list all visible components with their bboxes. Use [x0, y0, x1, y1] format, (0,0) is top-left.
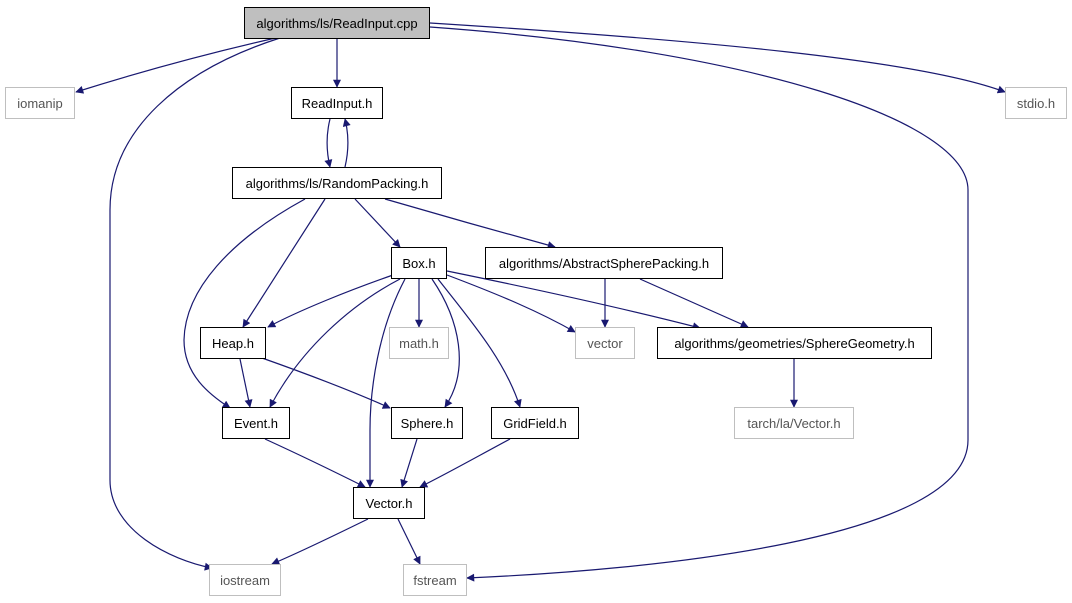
- node-event-h[interactable]: Event.h: [222, 407, 290, 439]
- node-stdio-h: stdio.h: [1005, 87, 1067, 119]
- edge-vector-h-to-iostream: [271, 518, 369, 565]
- edge-randompacking-h-to-heap-h: [242, 198, 326, 328]
- node-heap-h[interactable]: Heap.h: [200, 327, 266, 359]
- node-spheregeometry-h[interactable]: algorithms/geometries/SphereGeometry.h: [657, 327, 932, 359]
- edge-readinput-cpp-to-stdio-h: [429, 22, 1006, 94]
- edge-readinput-h-to-randompacking-h: [324, 118, 333, 168]
- node-readinput-h[interactable]: ReadInput.h: [291, 87, 383, 119]
- node-iostream: iostream: [209, 564, 281, 596]
- node-tarch-vector-h: tarch/la/Vector.h: [734, 407, 854, 439]
- node-math-h: math.h: [389, 327, 449, 359]
- node-vector-h[interactable]: Vector.h: [353, 487, 425, 519]
- node-fstream: fstream: [403, 564, 467, 596]
- edge-heap-h-to-sphere-h: [261, 357, 391, 409]
- edge-box-h-to-vector-h: [366, 278, 406, 488]
- edge-box-h-to-spheregeometry-h: [446, 270, 701, 331]
- edge-randompacking-h-to-box-h: [354, 198, 401, 248]
- node-readinput-cpp: algorithms/ls/ReadInput.cpp: [244, 7, 430, 39]
- node-gridfield-h[interactable]: GridField.h: [491, 407, 579, 439]
- edge-box-h-to-event-h: [269, 278, 401, 408]
- edge-readinput-cpp-to-iomanip: [75, 36, 281, 94]
- edge-readinput-cpp-to-fstream: [429, 26, 969, 582]
- node-randompacking-h[interactable]: algorithms/ls/RandomPacking.h: [232, 167, 442, 199]
- edge-randompacking-h-to-event-h: [183, 198, 306, 409]
- edge-sphere-h-to-vector-h: [400, 438, 418, 488]
- node-abstractspherepacking-h[interactable]: algorithms/AbstractSpherePacking.h: [485, 247, 723, 279]
- edge-box-h-to-heap-h: [267, 274, 394, 328]
- node-sphere-h[interactable]: Sphere.h: [391, 407, 463, 439]
- edge-vector-h-to-fstream: [397, 518, 421, 565]
- edge-heap-h-to-event-h: [239, 358, 253, 408]
- edge-abstractspherepacking-h-to-spheregeometry-h: [639, 278, 749, 328]
- edge-box-h-to-vector: [446, 274, 576, 333]
- edge-event-h-to-vector-h: [264, 438, 366, 488]
- edge-box-h-to-sphere-h: [431, 278, 460, 408]
- node-iomanip: iomanip: [5, 87, 75, 119]
- node-vector: vector: [575, 327, 635, 359]
- node-box-h[interactable]: Box.h: [391, 247, 447, 279]
- edge-randompacking-h-to-abstractspherepacking-h: [384, 198, 556, 249]
- edge-gridfield-h-to-vector-h: [419, 438, 511, 488]
- edge-box-h-to-gridfield-h: [437, 278, 522, 408]
- edge-randompacking-h-to-readinput-h: [342, 118, 351, 168]
- edge-readinput-cpp-to-iostream: [109, 37, 281, 571]
